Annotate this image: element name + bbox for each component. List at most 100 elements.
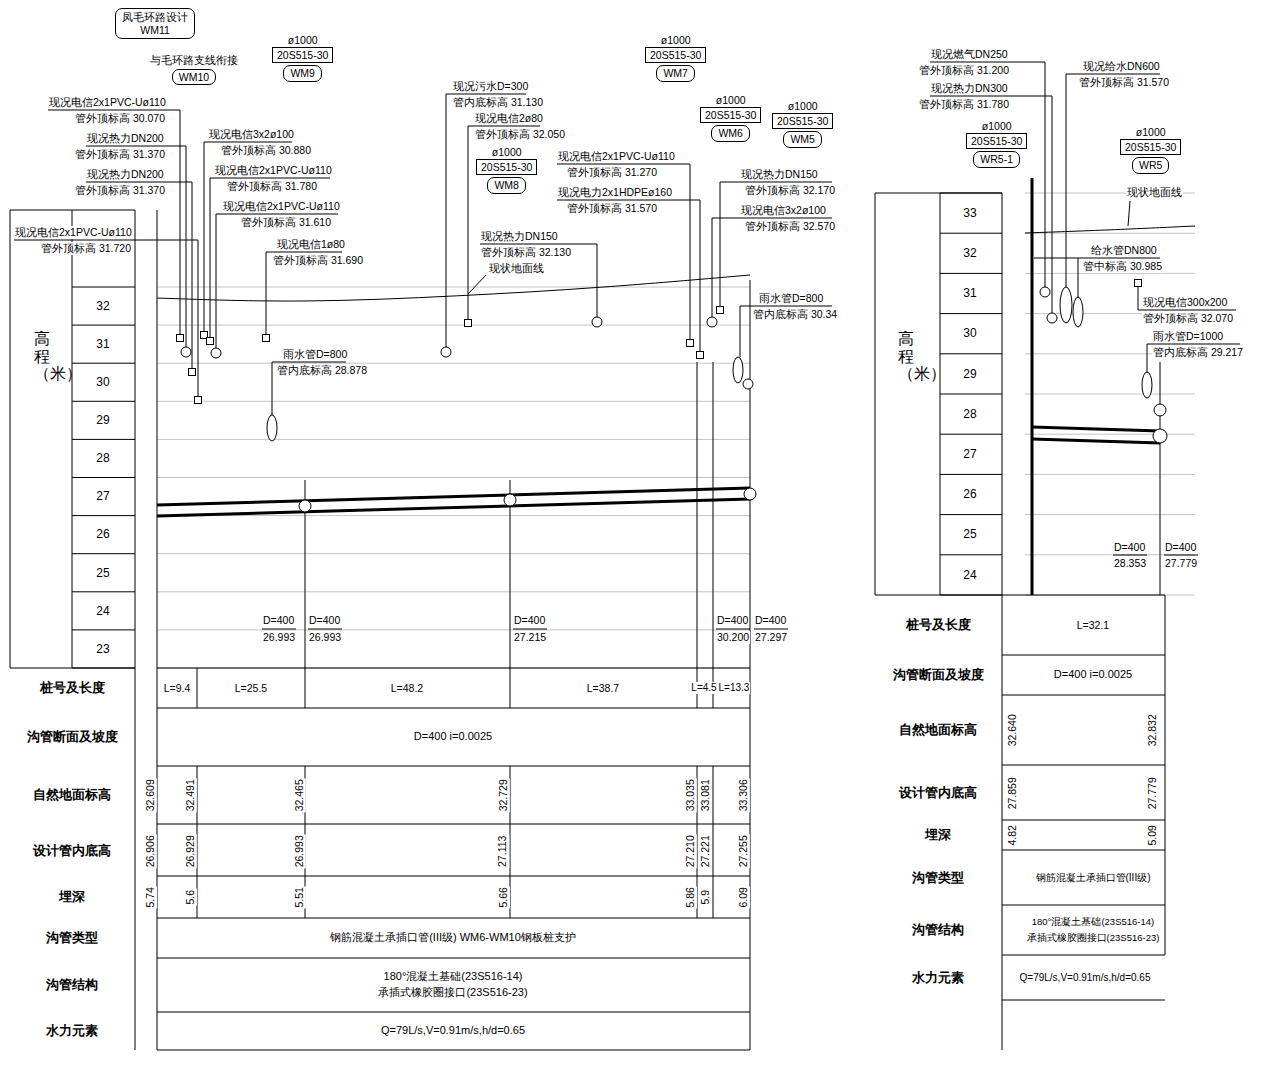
annotation-text: 管外顶标高 31.720 <box>40 242 132 255</box>
annotation-text: 现况电力2x1HDPEø160 <box>557 186 673 199</box>
elevation-value: 27.255 <box>737 834 750 868</box>
cable-symbol <box>177 335 184 342</box>
annotation-text: 现况热力DN300 <box>930 82 1009 95</box>
annotation-text: 30.200 <box>716 631 750 644</box>
drawing-line <box>1078 258 1079 297</box>
drawing-line <box>48 110 180 111</box>
table-cell: 沟管断面及坡度 <box>892 667 985 683</box>
drawing-line <box>72 401 135 402</box>
elevation-value: 27.221 <box>699 834 712 868</box>
drawing-line <box>1128 201 1130 226</box>
annotation-text: 现况给水DN600 <box>1082 60 1161 73</box>
drawing-line <box>308 629 342 630</box>
annotation-text: D=400 <box>716 614 749 627</box>
annotation-text: 管外顶标高 31.570 <box>566 202 658 215</box>
drawing-line <box>157 708 750 709</box>
manhole-label: ø1000 <box>288 34 318 47</box>
table-cell: 27 <box>962 447 977 461</box>
drawing-line <box>712 218 832 219</box>
table-cell: 承插式橡胶圈接口(23S516-23) <box>1026 932 1161 943</box>
drawing-line <box>14 240 198 241</box>
grid-line <box>157 439 750 440</box>
drawing-line <box>157 958 750 959</box>
drawing-line <box>1002 955 1165 956</box>
drawing-line <box>1002 655 1165 656</box>
grid-line <box>157 287 750 288</box>
drawing-line <box>1066 74 1160 75</box>
manhole-label: ø1000 <box>982 120 1012 133</box>
manhole-label: WM5 <box>783 131 822 148</box>
annotation-text: 现况电信2x1PVC-Uø110 <box>48 96 167 109</box>
elevation-value: 32.465 <box>293 778 306 812</box>
drawing-line <box>940 353 1002 354</box>
pipe-symbol <box>707 317 717 327</box>
table-cell: 25 <box>962 527 977 541</box>
pipe-symbol <box>1073 297 1083 327</box>
manhole-box: 凤毛环路设计WM11 <box>115 8 195 39</box>
pipe-symbol <box>267 415 277 441</box>
drawing-line <box>266 252 267 334</box>
annotation-text: 管外顶标高 31.570 <box>1078 76 1170 89</box>
table-cell: L=13.3 <box>718 682 751 694</box>
drawing-line <box>72 553 135 554</box>
table-cell: 29 <box>95 413 110 427</box>
grid-line <box>1025 514 1195 515</box>
table-cell: 180°混凝土基础(23S516-14) <box>383 970 524 983</box>
grid-line <box>1025 434 1195 435</box>
drawing-line <box>1147 344 1148 372</box>
table-cell: 30 <box>95 375 110 389</box>
elevation-value: 32.609 <box>144 778 157 812</box>
drawing-line <box>468 275 486 294</box>
drawing-line <box>1002 1000 1165 1001</box>
manhole-label: WM8 <box>487 177 526 194</box>
drawing-line <box>930 96 1052 97</box>
drawing-line <box>210 178 330 179</box>
manhole-box: ø100020S515-30WM5 <box>772 100 833 148</box>
drawing-line <box>940 514 1002 515</box>
annotation-text: 现况电信2x1PVC-Uø110 <box>14 226 133 239</box>
manhole-label: ø1000 <box>492 146 522 159</box>
table-cell: Q=79L/s,V=0.91m/s,h/d=0.65 <box>1019 972 1152 984</box>
manhole-box: 与毛环路支线衔接WM10 <box>150 54 238 85</box>
drawing-line <box>875 193 876 595</box>
table-cell: D=400 i=0.0025 <box>1053 668 1133 681</box>
table-cell: 自然地面标高 <box>32 787 112 803</box>
annotation-text: 管外顶标高 32.130 <box>480 246 572 259</box>
table-cell: 沟管类型 <box>45 930 99 946</box>
drawing-line <box>186 146 187 347</box>
manhole-box: ø100020S515-30WM6 <box>700 94 761 142</box>
drawing-line <box>1147 344 1240 345</box>
pipe-symbol <box>1142 372 1152 398</box>
drawing-line <box>754 629 788 630</box>
annotation-text: 现况电信3x2ø100 <box>208 128 295 141</box>
cable-symbol <box>1135 280 1142 287</box>
axis-title: 高程（米） <box>34 330 50 383</box>
drawing-line <box>216 214 217 348</box>
manhole-label: WM7 <box>656 65 695 82</box>
drawing-line <box>157 1050 750 1051</box>
table-cell: D=400 i=0.0025 <box>413 730 493 743</box>
drawing-line <box>940 394 1002 395</box>
elevation-value: 26.993 <box>293 834 306 868</box>
cable-symbol <box>189 369 196 376</box>
annotation-text: D=400 <box>308 614 341 627</box>
illustration <box>10 62 1240 1050</box>
grid-line <box>1025 394 1195 395</box>
elevation-value: 33.035 <box>684 778 697 812</box>
drawing-line <box>72 515 135 516</box>
table-cell: 桩号及长度 <box>39 680 106 696</box>
drawing-line <box>446 94 526 95</box>
table-cell: 32 <box>95 299 110 313</box>
drawing-line <box>750 668 751 1050</box>
pipe-symbol <box>1047 313 1057 323</box>
drawing-line <box>72 325 135 326</box>
drawing-line <box>157 499 750 516</box>
elevation-value: 32.640 <box>1006 713 1019 747</box>
annotation-text: 管外顶标高 30.880 <box>220 144 312 157</box>
table-cell: 31 <box>95 337 110 351</box>
table-cell: 钢筋混凝土承插口管(III级) WM6-WM10钢板桩支护 <box>329 931 577 944</box>
drawing-line <box>157 766 750 767</box>
pipe-symbol <box>744 488 756 500</box>
drawing-line <box>712 218 713 317</box>
drawing-line <box>875 193 1002 194</box>
